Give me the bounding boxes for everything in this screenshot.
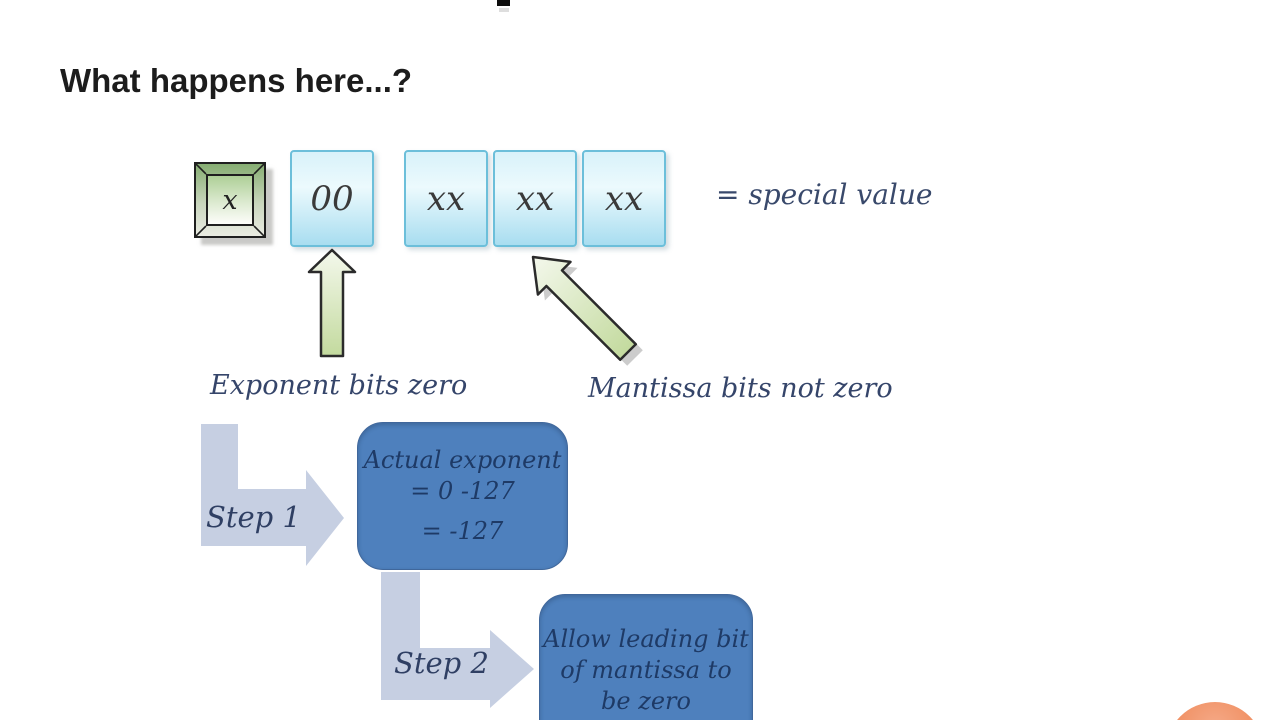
mantissa-bit-box: xx	[493, 150, 577, 247]
diagonal-arrow-icon	[531, 255, 638, 362]
step2-label: Step 2	[394, 646, 489, 680]
step1-elbow-arrow-icon	[201, 424, 344, 566]
step2-line: be zero	[601, 686, 691, 715]
exponent-bit-box: 00	[290, 150, 374, 247]
diagonal-arrow-shadow	[540, 263, 643, 366]
cutoff-title-fragment	[497, 0, 510, 6]
corner-circle-decoration	[1166, 702, 1264, 720]
step1-label: Step 1	[206, 500, 301, 534]
step1-result-box: Actual exponent = 0 -127 = -127	[357, 422, 568, 570]
keycap-bevel-lines-icon	[196, 164, 264, 236]
mantissa-notzero-label: Mantissa bits not zero	[588, 373, 893, 404]
step1-line: = -127	[421, 517, 504, 545]
exponent-zero-label: Exponent bits zero	[210, 370, 468, 401]
step2-line: of mantissa to	[560, 655, 732, 684]
cutoff-title-fragment-smudge	[499, 8, 509, 12]
sign-bit-keycap: x	[194, 162, 266, 238]
mantissa-bit-box: xx	[582, 150, 666, 247]
step2-elbow-arrow-icon	[381, 572, 534, 708]
sign-bit-label: x	[206, 174, 254, 226]
mantissa-bit-box: xx	[404, 150, 488, 247]
special-value-label: = special value	[716, 178, 933, 211]
step1-line: = 0 -127	[410, 477, 515, 505]
step2-result-box: Allow leading bit of mantissa to be zero	[539, 594, 753, 720]
up-arrow-icon	[307, 248, 357, 358]
step2-line: Allow leading bit	[543, 624, 749, 653]
step1-line: Actual exponent	[363, 446, 562, 474]
page-title: What happens here...?	[60, 62, 413, 99]
